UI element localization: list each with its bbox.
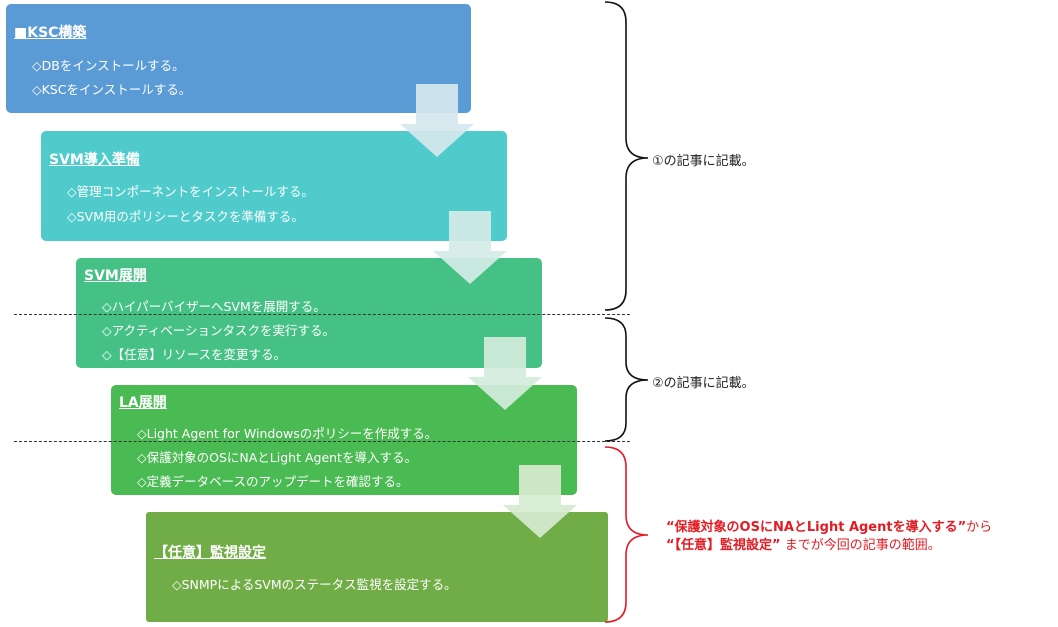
step-item: ◇定義データベースのアップデートを確認する。 xyxy=(137,474,409,489)
step-item: ◇【任意】リソースを変更する。 xyxy=(102,347,286,362)
step-title: SVM導入準備 xyxy=(49,152,140,168)
step-item: ◇保護対象のOSにNAとLight Agentを導入する。 xyxy=(137,450,417,465)
step-title: 【任意】監視設定 xyxy=(154,545,266,561)
step-title: ■KSC構築 xyxy=(14,25,87,41)
step-item: ◇SVM用のポリシーとタスクを準備する。 xyxy=(67,209,304,224)
bracket-label-second: ②の記事に記載。 xyxy=(652,376,755,391)
step-ksc-build: ■KSC構築 ◇DBをインストールする。 ◇KSCをインストールする。 xyxy=(6,4,471,113)
highlight-text: “保護対象のOSにNAとLight Agentを導入する” xyxy=(666,520,967,535)
step-item: ◇アクティベーションタスクを実行する。 xyxy=(102,323,335,338)
down-arrow-icon xyxy=(468,337,542,410)
step-item: ◇管理コンポーネントをインストールする。 xyxy=(67,184,314,199)
down-arrow-icon xyxy=(433,211,507,284)
bracket-second xyxy=(604,317,649,442)
down-arrow-icon xyxy=(400,84,474,157)
highlight-text: “【任意】監視設定” xyxy=(666,538,781,553)
note-text: までが今回の記事の範囲。 xyxy=(780,538,941,553)
step-monitoring: 【任意】監視設定 ◇SNMPによるSVMのステータス監視を設定する。 xyxy=(146,512,608,622)
step-title: SVM展開 xyxy=(84,268,147,284)
note-text: から xyxy=(966,520,993,535)
down-arrow-icon xyxy=(503,465,577,538)
step-item: ◇ハイパーバイザーへSVMを展開する。 xyxy=(102,299,326,314)
bracket-third xyxy=(604,446,649,623)
bracket-label-third: “保護対象のOSにNAとLight Agentを導入する”から “【任意】監視設… xyxy=(666,519,992,555)
step-item: ◇Light Agent for Windowsのポリシーを作成する。 xyxy=(137,426,438,441)
step-title: LA展開 xyxy=(119,395,167,411)
bracket-first xyxy=(604,1,649,311)
step-item: ◇KSCをインストールする。 xyxy=(32,82,192,97)
step-item: ◇SNMPによるSVMのステータス監視を設定する。 xyxy=(172,577,457,592)
bracket-label-first: ①の記事に記載。 xyxy=(652,154,755,169)
divider-line xyxy=(14,314,630,315)
step-item: ◇DBをインストールする。 xyxy=(32,58,185,73)
divider-line xyxy=(14,441,630,442)
step-la-deploy: LA展開 ◇Light Agent for Windowsのポリシーを作成する。… xyxy=(111,385,577,495)
